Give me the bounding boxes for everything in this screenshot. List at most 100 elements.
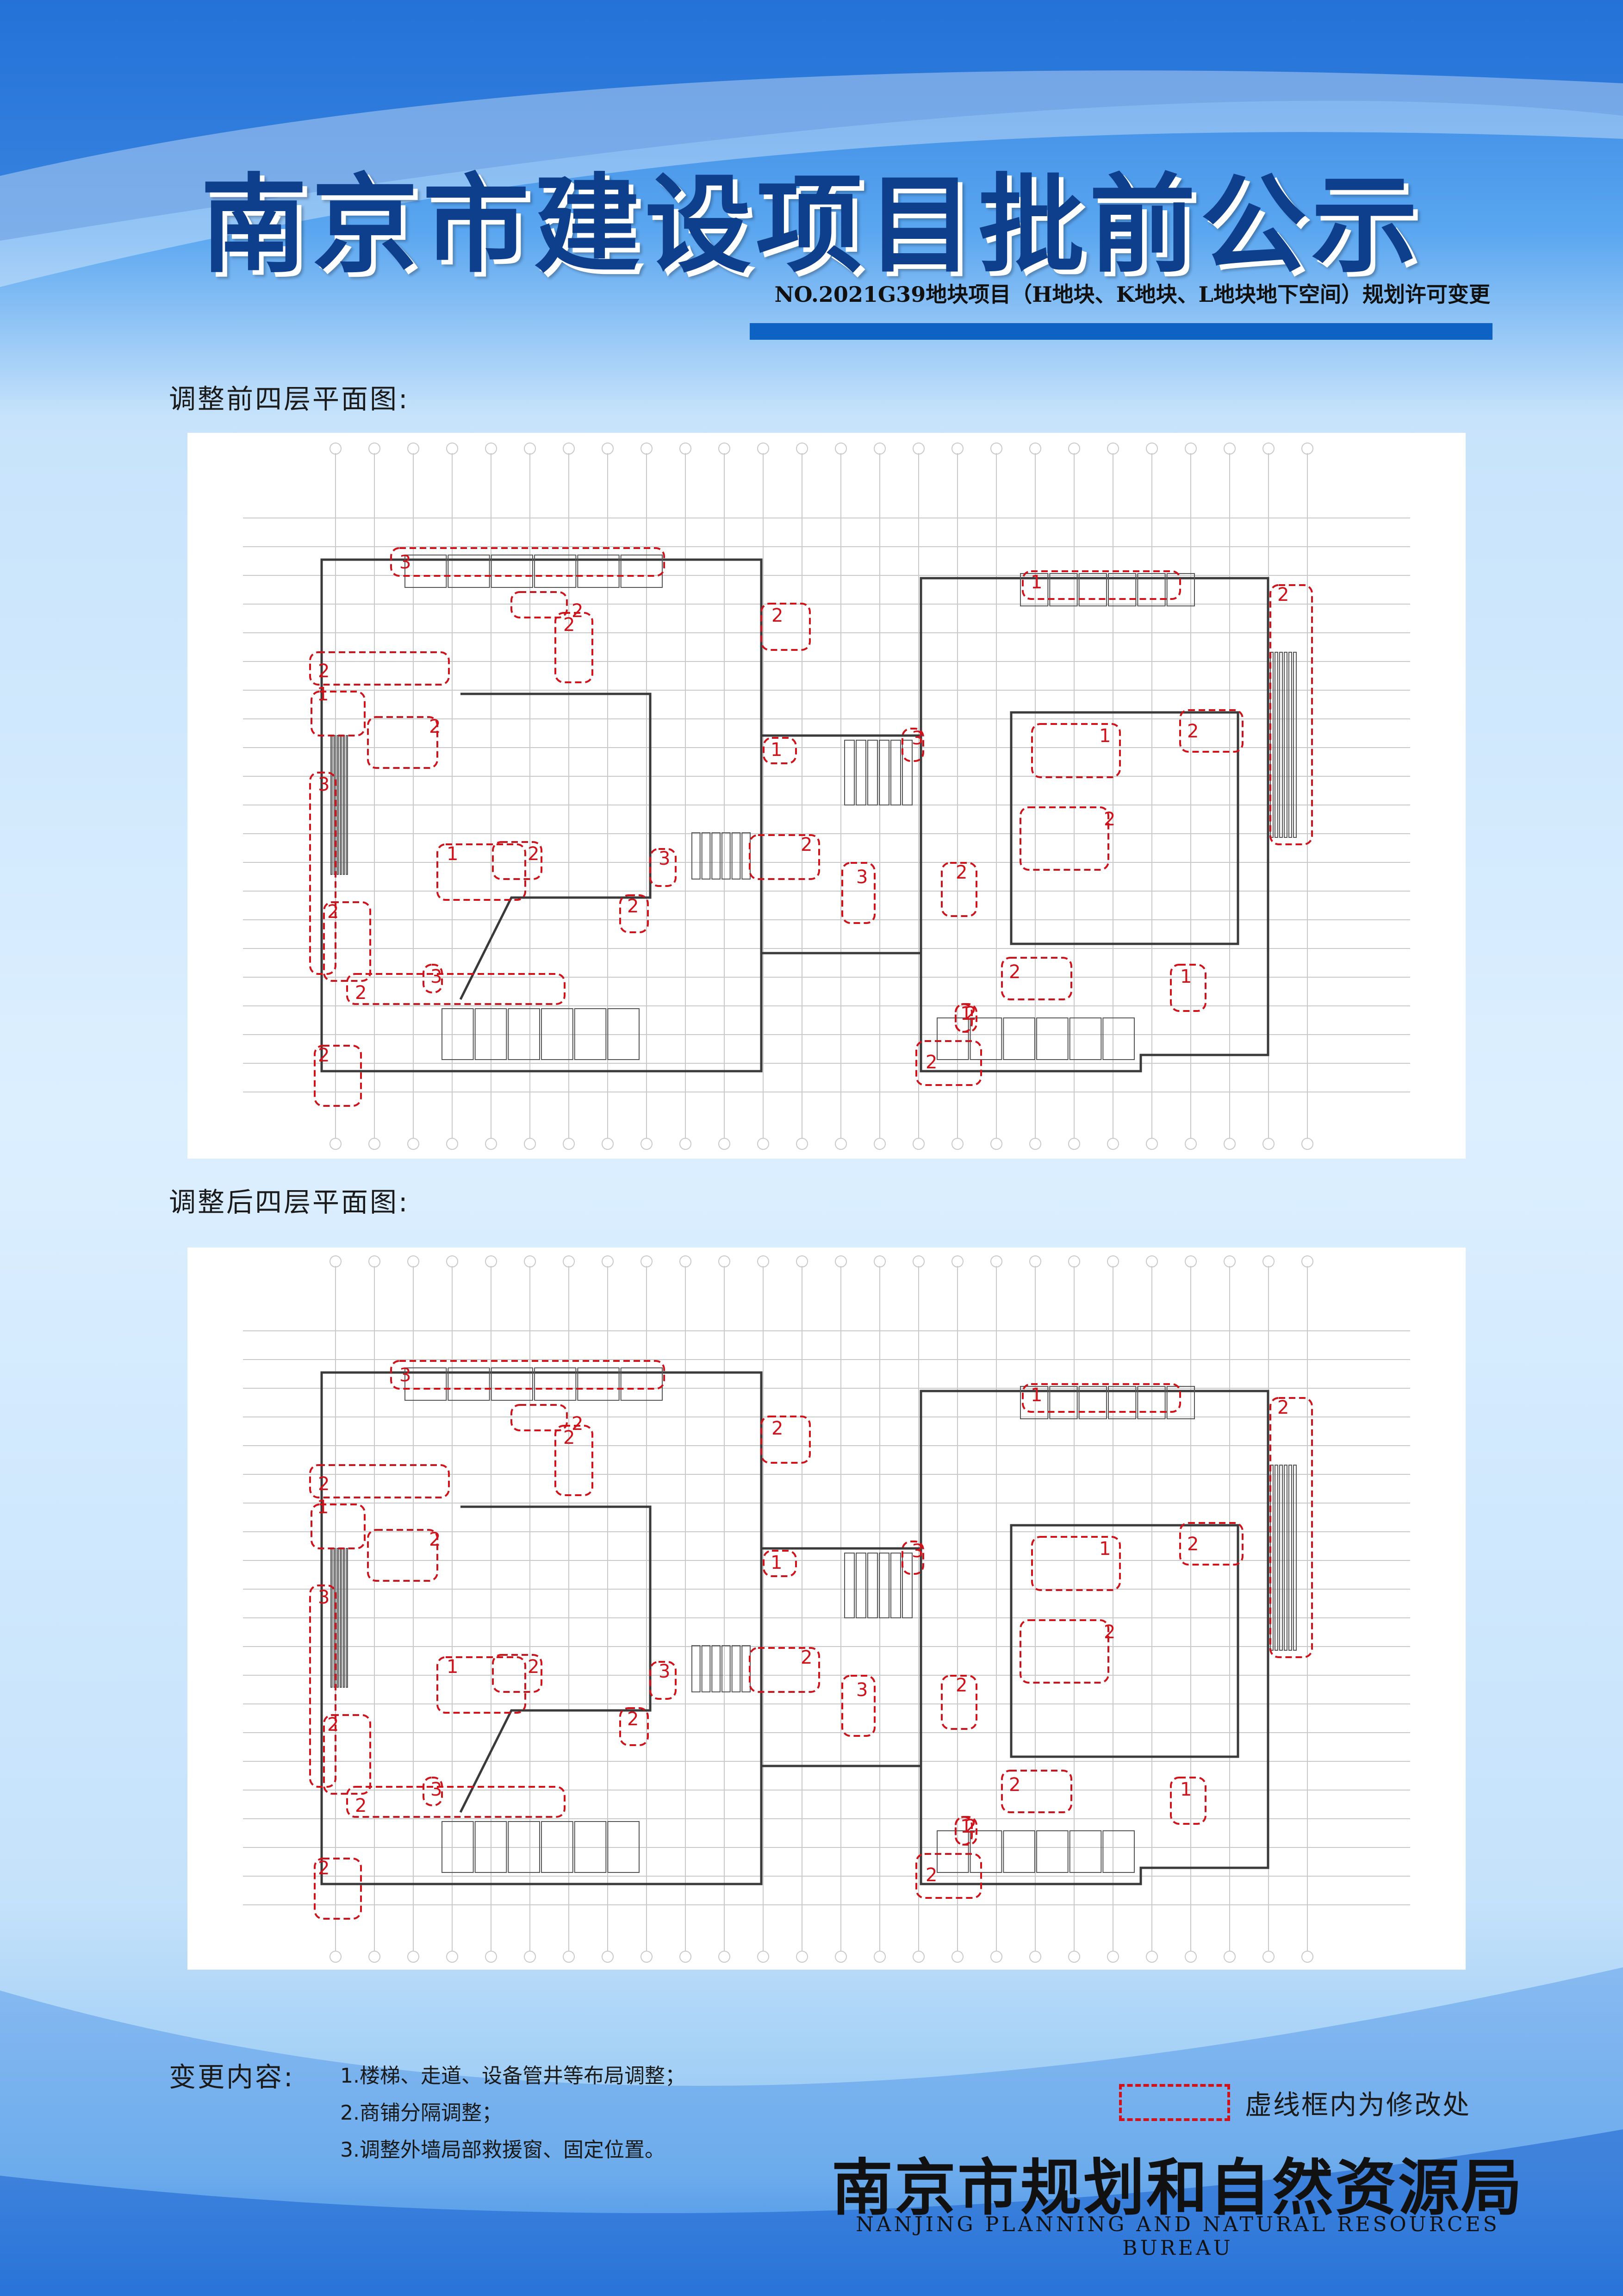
revision-number: 2 — [801, 834, 812, 855]
revision-box — [763, 737, 797, 764]
revision-box — [309, 772, 336, 975]
room-details — [330, 1367, 1297, 1873]
revision-box — [492, 1654, 542, 1693]
revision-box — [1020, 1619, 1109, 1684]
revision-box — [311, 1504, 366, 1549]
change-item-1: 1.楼梯、走道、设备管井等布局调整； — [340, 2064, 685, 2088]
revision-number: 2 — [563, 614, 575, 636]
revision-box — [492, 841, 542, 880]
revision-box — [1022, 1383, 1181, 1413]
revision-number: 2 — [572, 600, 583, 622]
revision-number: 1 — [1180, 966, 1192, 987]
revision-box — [1179, 1522, 1244, 1566]
revision-box — [902, 1541, 924, 1575]
revision-number: 2 — [801, 1647, 812, 1668]
revision-box — [1179, 709, 1244, 753]
revision-number: 2 — [318, 661, 330, 682]
revision-box — [1269, 584, 1313, 845]
revision-box — [902, 728, 924, 762]
revision-number: 2 — [572, 1413, 583, 1435]
revision-box — [649, 848, 677, 887]
revision-number: 2 — [318, 1473, 330, 1495]
revision-number: 2 — [1009, 1774, 1020, 1796]
revision-box — [390, 1360, 665, 1390]
revision-box — [955, 1816, 977, 1846]
revision-box — [346, 973, 566, 1005]
legend-dashed-box — [1119, 2084, 1230, 2121]
revision-box — [760, 1416, 811, 1464]
revision-number: 2 — [355, 982, 367, 1004]
revision-box — [619, 894, 649, 933]
revision-number: 2 — [1104, 809, 1115, 830]
revision-number: 3 — [399, 1365, 411, 1386]
revision-number: 3 — [430, 966, 442, 987]
revision-box — [510, 591, 568, 618]
revision-number: 2 — [355, 1795, 367, 1816]
revision-box — [1170, 964, 1206, 1012]
plan-after-label: 调整后四层平面图: — [169, 1186, 410, 1218]
revision-box — [1001, 1770, 1072, 1813]
revision-box — [390, 547, 665, 577]
plan-grid — [243, 1255, 1410, 1963]
revision-box — [1170, 1777, 1206, 1825]
revision-box — [760, 603, 811, 651]
revision-box — [367, 716, 438, 769]
revision-number: 2 — [327, 901, 339, 923]
revision-box — [423, 964, 443, 993]
page-title: 南京市建设项目批前公示 — [200, 162, 1423, 287]
revision-number: 1 — [317, 684, 329, 705]
revision-number: 1 — [771, 1552, 782, 1573]
revision-number: 3 — [318, 774, 330, 795]
revision-box — [346, 1786, 566, 1818]
revision-number: 1 — [1180, 1779, 1192, 1800]
revision-number: 3 — [430, 1779, 442, 1800]
revision-box — [749, 1647, 820, 1693]
revision-number: 2 — [1277, 1397, 1289, 1418]
subtitle-bar — [750, 323, 1492, 340]
revision-box — [841, 1675, 876, 1737]
revision-number: 1 — [317, 1497, 329, 1518]
revision-number: 2 — [926, 1865, 937, 1886]
bureau-name-en: NANJING PLANNING AND NATURAL RESOURCES B… — [856, 2213, 1500, 2260]
revision-number: 2 — [926, 1052, 937, 1073]
plan-grid — [243, 443, 1410, 1150]
revision-number: 2 — [1187, 1534, 1199, 1555]
building-walls — [320, 1371, 1269, 1885]
revision-number: 3 — [856, 1679, 868, 1701]
revision-number: 2 — [627, 1709, 639, 1730]
revision-number: 3 — [912, 728, 923, 749]
revision-box — [311, 691, 366, 736]
revision-box — [554, 612, 593, 683]
revision-box — [1031, 723, 1121, 778]
revision-number: 1 — [447, 843, 458, 865]
revision-number: 2 — [318, 1858, 330, 1879]
revision-number: 2 — [956, 1675, 967, 1696]
room-details — [330, 555, 1297, 1060]
revision-box — [749, 834, 820, 880]
revision-number: 1 — [771, 739, 782, 761]
revision-number: 2 — [528, 843, 539, 865]
revision-box — [423, 1777, 443, 1806]
revision-box — [915, 1853, 982, 1899]
revision-number: 2 — [1187, 721, 1199, 742]
changes-label: 变更内容: — [169, 2061, 295, 2093]
revision-number: 2 — [771, 605, 783, 626]
revision-number: 2 — [771, 1418, 783, 1439]
revision-box — [1022, 570, 1181, 600]
revision-box — [323, 1714, 371, 1795]
revision-number: 3 — [659, 848, 670, 869]
revision-box — [436, 843, 526, 901]
revision-box — [510, 1404, 568, 1431]
legend-text: 虚线框内为修改处 — [1245, 2089, 1471, 2121]
revision-box — [554, 1425, 593, 1496]
building-walls — [320, 558, 1269, 1073]
project-subtitle: NO.2021G39地块项目（H地块、K地块、L地块地下空间）规划许可变更 — [774, 282, 1490, 307]
revision-box — [309, 1585, 336, 1788]
revision-box — [309, 1464, 450, 1498]
revision-number: 1 — [1031, 572, 1042, 593]
revision-number: 1 — [1099, 725, 1111, 747]
revision-number: 2 — [627, 896, 639, 917]
